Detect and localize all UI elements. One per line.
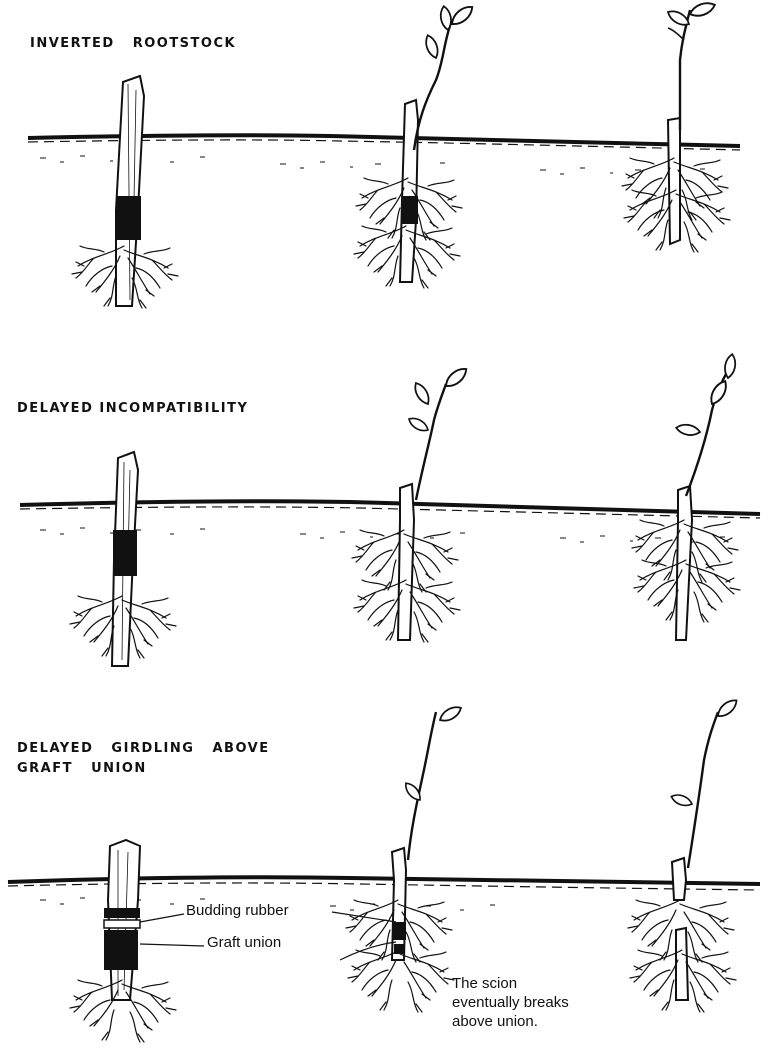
incompatibility-stage-3 <box>632 353 740 640</box>
incompatibility-stage-1 <box>70 452 176 666</box>
inverted-stage-3 <box>622 0 730 252</box>
girdling-stage-2 <box>332 704 463 1012</box>
inverted-stage-2 <box>354 3 476 288</box>
panel-delayed-incompatibility <box>20 353 760 666</box>
girdling-stage-1 <box>70 840 204 1042</box>
panel-delayed-girdling <box>8 697 760 1042</box>
inverted-stage-1 <box>72 76 178 308</box>
panel-inverted-rootstock <box>28 0 740 308</box>
girdling-stage-3 <box>628 697 740 1012</box>
